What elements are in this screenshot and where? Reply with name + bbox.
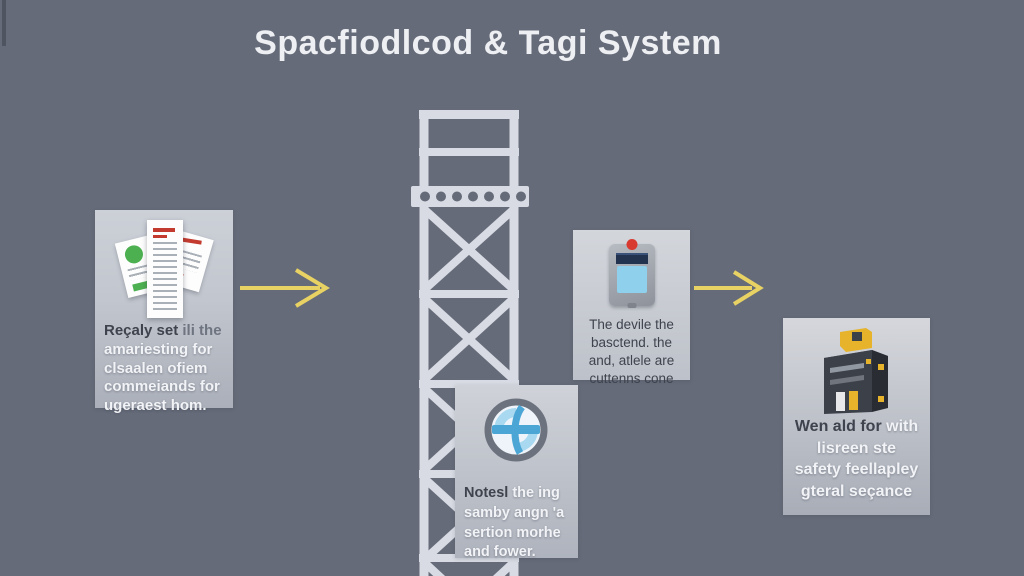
card-text-line: commeiands for (104, 378, 224, 397)
tag-device-icon (609, 239, 655, 308)
text-segment: cuttenns cone (589, 371, 674, 386)
text-segment: ugeraest hom. (104, 397, 207, 415)
text-segment: gteral seçance (800, 482, 913, 500)
text-segment: lisreen ste (816, 439, 897, 457)
documents-icon (109, 218, 219, 322)
right-arrow-icon (694, 270, 764, 306)
text-segment: samby angn 'a (464, 504, 565, 521)
card-text-line: lisreen ste (787, 438, 926, 460)
text-segment: the ing (508, 485, 560, 501)
card-text-line: and fower. (464, 543, 569, 563)
page-title: Spacfiodlcod & Tagi System (254, 24, 722, 62)
device-notch (627, 303, 637, 308)
text-segment: basctend. the (590, 335, 673, 350)
card-text-line: samby angn 'a (464, 504, 569, 524)
card-text-line: Wen ald for with (787, 416, 926, 438)
left-edge-mark (2, 0, 6, 46)
card-text-line: amariesting for (104, 341, 224, 360)
card-text-line: gteral seçance (787, 481, 926, 503)
card-text-line: sertion morhe (464, 524, 569, 544)
text-segment: and fower. (464, 544, 536, 561)
text-segment: sertion morhe (464, 524, 561, 541)
red-title-line (153, 228, 175, 232)
card-text-line: Notesl the ing (464, 484, 569, 504)
card-text-line: clsaalen ofiem (104, 360, 224, 379)
paper-center (147, 220, 183, 318)
card-text-line: cuttenns cone (577, 370, 686, 388)
building-icon (824, 328, 888, 414)
right-arrow-icon (240, 268, 330, 308)
device-screen (617, 266, 647, 293)
card-text-line: and, atlele are (577, 352, 686, 370)
card-device-text: The devile the basctend. the and, atlele a… (573, 316, 690, 388)
text-segment: clsaalen ofiem (104, 359, 208, 377)
card-text-line: basctend. the (577, 334, 686, 352)
card-device: The devile the basctend. the and, atlele a… (573, 230, 690, 386)
device-header-strip (616, 253, 648, 264)
text-segment: amariesting for (104, 340, 213, 358)
text-segment: Notesl (464, 485, 509, 501)
card-text-line: safety feellapley (787, 459, 926, 481)
text-segment: safety feellapley (794, 461, 919, 478)
text-segment: ili the (178, 322, 222, 339)
text-segment: Wen ald for (794, 418, 882, 435)
text-segment: commeiands for (104, 378, 220, 396)
paper-text-lines (153, 242, 177, 312)
text-segment: Reçaly set (104, 322, 179, 339)
red-title-line (153, 235, 167, 238)
globe-icon (484, 398, 548, 462)
text-segment: and, atlele are (588, 353, 675, 368)
green-badge-icon (123, 243, 145, 266)
text-segment: The devile the (589, 317, 674, 332)
card-text-line: The devile the (577, 316, 686, 334)
text-segment: with (881, 418, 919, 435)
red-led-icon (626, 239, 638, 250)
card-text-line: Reçaly set ili the (104, 322, 224, 341)
card-text-line: ugeraest hom. (104, 397, 224, 416)
